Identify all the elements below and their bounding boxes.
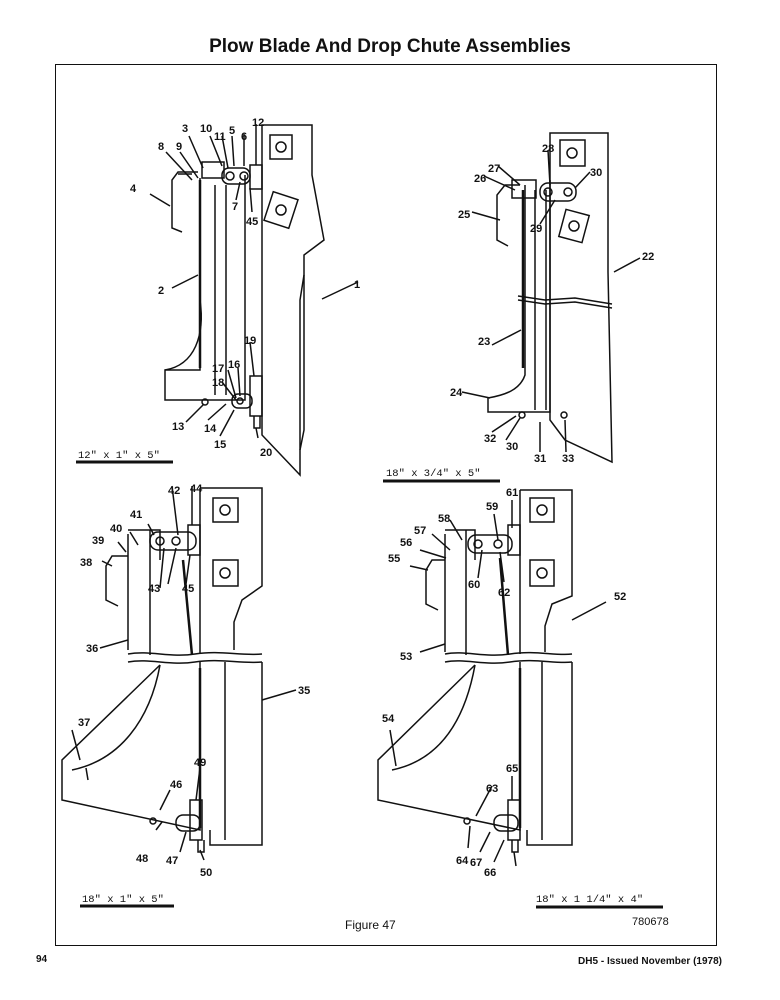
callout-b-25: 25 xyxy=(458,209,470,221)
callout-d-66: 66 xyxy=(484,867,496,879)
callout-c-45: 45 xyxy=(182,583,194,595)
callout-c-38: 38 xyxy=(80,557,92,569)
callout-c-42: 42 xyxy=(168,485,180,497)
callout-c-44: 44 xyxy=(190,483,203,495)
callout-a-12: 12 xyxy=(252,117,264,129)
drawing-code: 780678 xyxy=(632,916,669,928)
dimension-label-b: 18" x 3/4" x 5" xyxy=(386,468,481,480)
panel-a-drawing xyxy=(76,124,359,477)
panel-a-callouts: 1 2 3 4 5 6 7 8 9 10 11 12 13 14 15 16 1… xyxy=(130,117,360,459)
callout-b-29: 29 xyxy=(530,223,542,235)
panel-b-callouts: 22 23 24 25 26 27 28 29 30 30 31 32 33 xyxy=(450,143,654,465)
callout-d-63: 63 xyxy=(486,783,498,795)
callout-d-65: 65 xyxy=(506,763,518,775)
callout-b-30-top: 30 xyxy=(590,167,602,179)
callout-c-49: 49 xyxy=(194,757,206,769)
callout-b-27: 27 xyxy=(488,163,500,175)
callout-b-32: 32 xyxy=(484,433,496,445)
callout-a-7: 7 xyxy=(232,201,238,213)
page-number: 94 xyxy=(36,954,48,965)
callout-d-55: 55 xyxy=(388,553,400,565)
callout-a-10: 10 xyxy=(200,123,212,135)
callout-d-61: 61 xyxy=(506,487,518,499)
callout-a-9: 9 xyxy=(176,141,182,153)
figure-frame xyxy=(55,64,717,946)
panel-d-drawing xyxy=(377,489,663,909)
panel-c-drawing xyxy=(61,485,297,908)
callout-a-16: 16 xyxy=(228,359,240,371)
callout-d-62: 62 xyxy=(498,587,510,599)
callout-a-6: 6 xyxy=(241,131,247,143)
callout-b-24: 24 xyxy=(450,387,463,399)
issue-note: DH5 - Issued November (1978) xyxy=(578,956,722,967)
callout-a-4: 4 xyxy=(130,183,137,195)
callout-b-28: 28 xyxy=(542,143,554,155)
callout-c-39: 39 xyxy=(92,535,104,547)
callout-d-53: 53 xyxy=(400,651,412,663)
callout-d-54: 54 xyxy=(382,713,395,725)
callout-c-47: 47 xyxy=(166,855,178,867)
callout-c-46: 46 xyxy=(170,779,182,791)
figure-caption: Figure 47 xyxy=(345,918,396,932)
callout-d-58: 58 xyxy=(438,513,450,525)
callout-d-59: 59 xyxy=(486,501,498,513)
callout-a-2: 2 xyxy=(158,285,164,297)
panel-d-callouts: 52 53 54 55 56 57 58 59 60 61 62 63 64 6… xyxy=(382,487,626,879)
callout-a-11: 11 xyxy=(214,131,226,143)
callout-b-33: 33 xyxy=(562,453,574,465)
callout-a-19: 19 xyxy=(244,335,256,347)
callout-a-20: 20 xyxy=(260,447,272,459)
callout-b-26: 26 xyxy=(474,173,486,185)
callout-a-3: 3 xyxy=(182,123,188,135)
callout-c-41: 41 xyxy=(130,509,142,521)
page-title: Plow Blade And Drop Chute Assemblies xyxy=(209,36,571,57)
callout-d-57: 57 xyxy=(414,525,426,537)
callout-c-43: 43 xyxy=(148,583,160,595)
callout-d-56: 56 xyxy=(400,537,412,549)
callout-a-5: 5 xyxy=(229,125,235,137)
panel-c-callouts: 35 36 37 38 39 40 41 42 43 44 45 46 47 4… xyxy=(78,483,310,879)
callout-c-50: 50 xyxy=(200,867,212,879)
callout-a-1: 1 xyxy=(354,279,360,291)
callout-c-40: 40 xyxy=(110,523,122,535)
callout-c-35: 35 xyxy=(298,685,310,697)
dimension-label-c: 18" x 1" x 5" xyxy=(82,894,164,906)
callout-a-45: 45 xyxy=(246,216,258,228)
callout-d-67: 67 xyxy=(470,857,482,869)
callout-b-22: 22 xyxy=(642,251,654,263)
callout-d-64: 64 xyxy=(456,855,469,867)
panel-b-drawing xyxy=(383,132,641,483)
callout-d-60: 60 xyxy=(468,579,480,591)
callout-d-52: 52 xyxy=(614,591,626,603)
callout-c-36: 36 xyxy=(86,643,98,655)
callout-c-37: 37 xyxy=(78,717,90,729)
callout-b-23: 23 xyxy=(478,336,490,348)
dimension-label-a: 12" x 1" x 5" xyxy=(78,450,160,462)
callout-a-14: 14 xyxy=(204,423,217,435)
callout-a-18: 18 xyxy=(212,377,224,389)
dimension-label-d: 18" x 1 1/4" x 4" xyxy=(536,894,643,906)
callout-c-48: 48 xyxy=(136,853,148,865)
callout-b-31: 31 xyxy=(534,453,546,465)
callout-a-17: 17 xyxy=(212,363,224,375)
callout-a-15: 15 xyxy=(214,439,226,451)
callout-a-8: 8 xyxy=(158,141,164,153)
callout-b-30-bottom: 30 xyxy=(506,441,518,453)
callout-a-13: 13 xyxy=(172,421,184,433)
